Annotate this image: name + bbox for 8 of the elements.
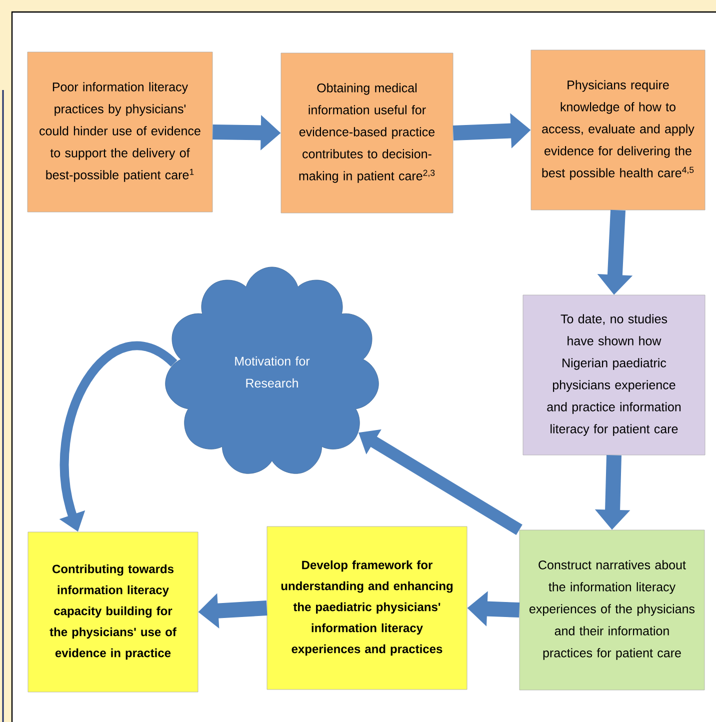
process-box: Develop framework for understanding and enhancing the paediatric physicians' information literacy experiences and practices <box>266 526 468 690</box>
process-box: To date, no studies have shown how Nigerian paediatric physicians experience and practice information literacy for patient care <box>522 294 706 456</box>
motivation-cloud: Motivation for Research <box>165 266 379 474</box>
process-box: Physicians require knowledge of how to access, evaluate and apply evidence for delivering the best possible health care$^{4,5}$ <box>530 50 706 210</box>
process-box: Contributing towards information literacy capacity building for the physicians' use of evidence in practice <box>28 532 198 692</box>
process-box: Poor information literacy practices by physicians' could hinder use of evidence to support the delivery of best-possible patient care$^{1}$ <box>27 52 213 212</box>
process-box: Construct narratives about the information literacy experiences of the physicians and their information practices for patient care <box>519 530 705 690</box>
process-box: Obtaining medical information useful for evidence-based practice contributes to decision-making in patient care$^{2,3}$ <box>280 52 454 214</box>
